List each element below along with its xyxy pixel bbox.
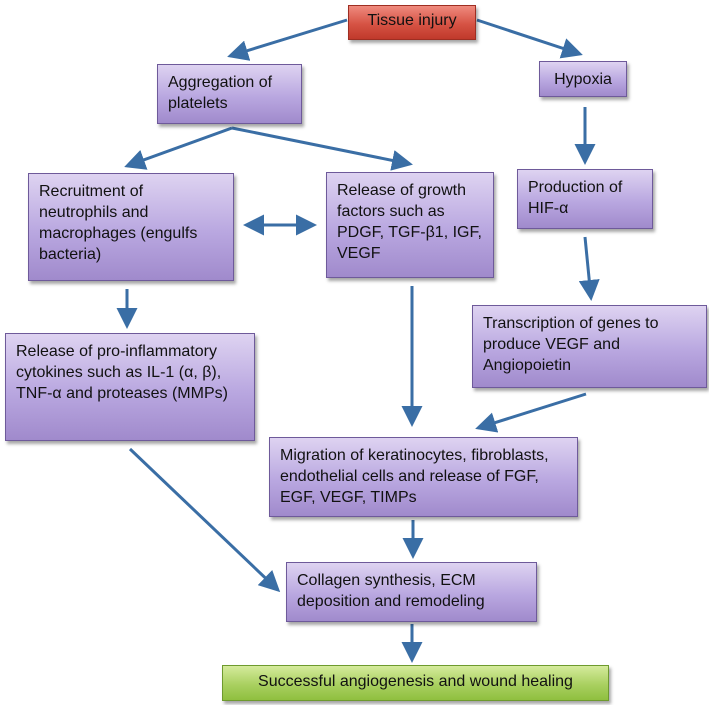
node-collagen-synthesis: Collagen synthesis, ECM deposition and r… [286, 562, 537, 622]
node-release-of-growth-factors: Release of growth factors such as PDGF, … [326, 172, 494, 278]
node-hypoxia: Hypoxia [539, 61, 627, 97]
arrow-aggregation-to-growth-factors [231, 126, 413, 171]
arrow-transcription-to-migration [475, 392, 587, 433]
node-release-of-pro-inflammatory-cytokines: Release of pro-inflammatory cytokines su… [5, 333, 255, 441]
node-successful-angiogenesis: Successful angiogenesis and wound healin… [222, 665, 609, 701]
arrow-injury-to-aggregation [227, 18, 348, 61]
node-aggregation-of-platelets: Aggregation of platelets [157, 64, 302, 124]
arrow-aggregation-to-recruitment [124, 126, 233, 170]
node-tissue-injury: Tissue injury [348, 5, 476, 40]
arrow-hif-to-transcription [578, 236, 600, 301]
arrow-injury-to-hypoxia [476, 18, 583, 59]
node-migration-of-keratinocytes: Migration of keratinocytes, fibroblasts,… [269, 437, 578, 517]
node-production-of-hif: Production of HIF-α [517, 169, 653, 229]
node-recruitment-of-neutrophils: Recruitment of neutrophils and macrophag… [28, 173, 234, 281]
node-transcription-of-genes: Transcription of genes to produce VEGF a… [472, 305, 707, 388]
arrow-cytokines-to-collagen [128, 447, 281, 593]
